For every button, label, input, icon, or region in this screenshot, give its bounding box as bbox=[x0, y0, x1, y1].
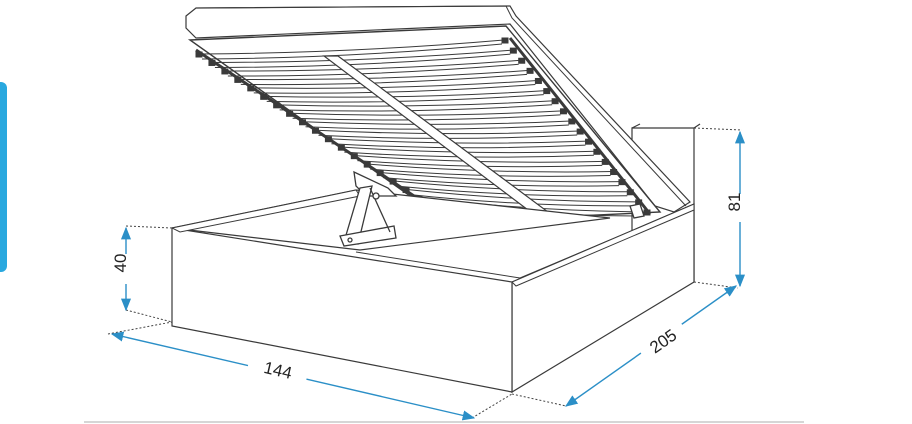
slat bbox=[329, 138, 588, 144]
slat bbox=[303, 120, 571, 125]
slat-holder bbox=[509, 47, 517, 54]
slat-edge bbox=[201, 43, 503, 60]
slat-edge bbox=[227, 63, 519, 77]
slat-edge bbox=[240, 73, 528, 86]
slat bbox=[225, 59, 521, 72]
slat bbox=[251, 79, 538, 89]
base-height-label: 40 bbox=[111, 254, 130, 273]
slat-edge bbox=[214, 53, 511, 68]
slat-holder bbox=[551, 98, 559, 105]
slat-holder bbox=[543, 88, 551, 95]
slat-edge bbox=[292, 114, 561, 121]
slat-holder bbox=[534, 77, 542, 84]
slat-edge bbox=[253, 83, 536, 94]
bottom-divider bbox=[84, 421, 804, 423]
slat bbox=[342, 146, 596, 154]
slat bbox=[199, 39, 505, 55]
lifted-slat-frame bbox=[185, 5, 691, 219]
slat-holder bbox=[501, 37, 509, 44]
slat-edge bbox=[266, 94, 544, 103]
side-tab[interactable] bbox=[0, 82, 7, 272]
slat-holder bbox=[518, 57, 526, 64]
slat bbox=[316, 129, 580, 135]
slat bbox=[277, 100, 555, 107]
slat bbox=[238, 69, 530, 81]
total-height-label: 81 bbox=[725, 193, 744, 212]
gas-strut-icon bbox=[339, 170, 645, 247]
slat bbox=[212, 49, 513, 63]
slat-edge bbox=[279, 104, 553, 112]
slat-holder bbox=[526, 67, 534, 74]
slat bbox=[264, 90, 546, 98]
slat bbox=[290, 110, 563, 116]
